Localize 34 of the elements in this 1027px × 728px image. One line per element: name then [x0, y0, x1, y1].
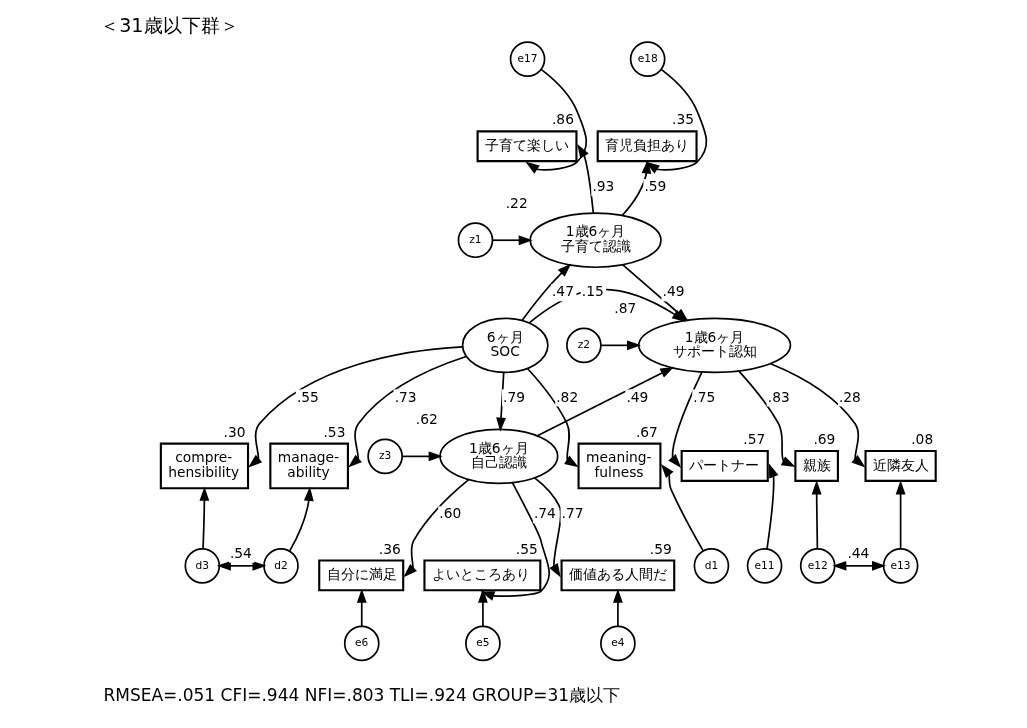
node-label: .30: [223, 423, 246, 440]
node-label: .22: [505, 195, 528, 212]
edge-label: .28: [838, 388, 861, 405]
node-label: .67: [635, 423, 658, 440]
node-label: .86: [551, 111, 574, 128]
edge-label: .93: [591, 178, 614, 195]
edge-label: .60: [438, 505, 461, 522]
node-label: .55: [515, 540, 538, 557]
node-label: .35: [671, 111, 694, 128]
node-label: .87: [613, 300, 636, 317]
edge-label: .75: [692, 388, 715, 405]
edge-label: .77: [561, 505, 584, 522]
edge-label: .15: [581, 283, 604, 300]
node-label: .62: [415, 411, 438, 428]
diagram-title: ＜31歳以下群＞: [99, 13, 239, 37]
node-label: .69: [812, 431, 835, 448]
edge-label: .47: [551, 283, 574, 300]
node-label: .36: [378, 540, 401, 557]
edge-label: .44: [846, 544, 869, 561]
edge-label: .54: [229, 544, 252, 561]
node-label: .08: [910, 431, 933, 448]
edge-label: .79: [502, 388, 525, 405]
node-label: .53: [322, 423, 345, 440]
caption: RMSEA=.051 CFI=.944 NFI=.803 TLI=.924 GROUP=31歳以下: [102, 684, 620, 705]
edge-label: .82: [555, 388, 578, 405]
edge-label: .83: [767, 388, 790, 405]
edge-label: .55: [296, 388, 319, 405]
edge-label: .59: [643, 178, 666, 195]
edge-label: .73: [394, 388, 417, 405]
edge-label: .74: [533, 505, 556, 522]
edge-label: .49: [662, 283, 684, 300]
node-label: .59: [649, 540, 672, 557]
edge-label: .49: [625, 388, 648, 405]
node-label: .57: [742, 431, 765, 448]
